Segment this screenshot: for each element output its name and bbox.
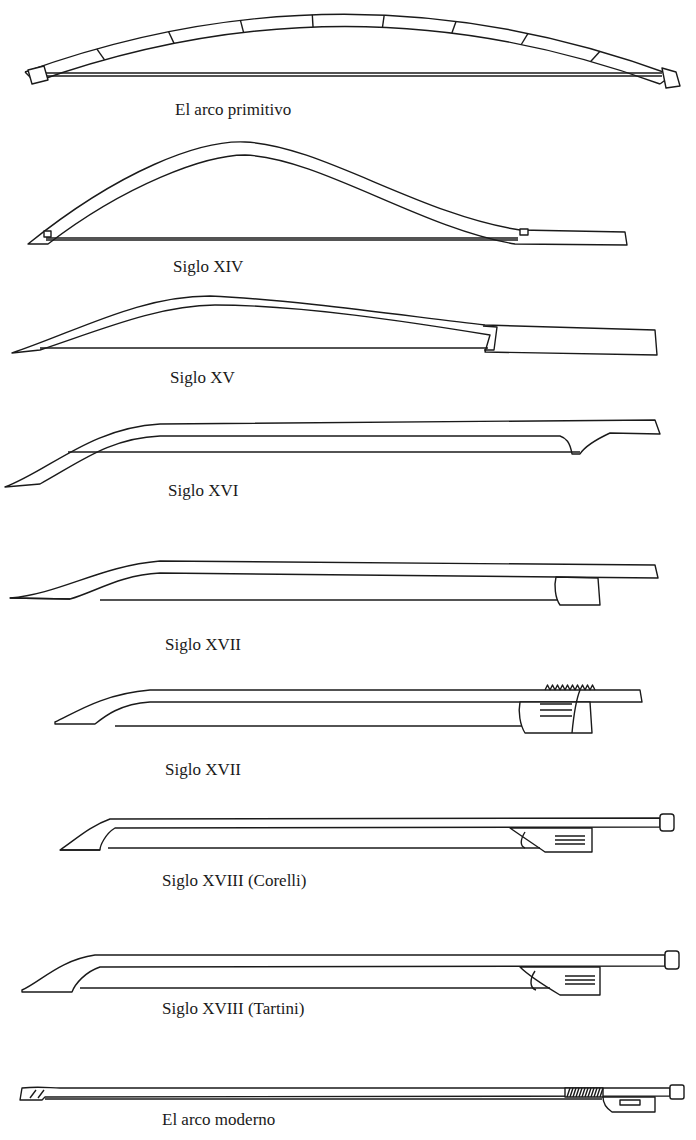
wrap-hatch (585, 1088, 588, 1097)
caption-label: Siglo XVII (165, 635, 241, 655)
segment-mark (452, 21, 456, 33)
bow-xvii-b (55, 685, 642, 733)
rack-tooth (555, 685, 560, 690)
wrap-hatch (600, 1088, 603, 1097)
wrap-hatch (588, 1088, 591, 1097)
wrap-hatch (576, 1088, 579, 1097)
caption-label: Siglo XVII (165, 760, 241, 780)
segment-mark (240, 20, 243, 32)
wrap-hatch (597, 1088, 600, 1097)
segment-mark (591, 51, 600, 61)
rack-tooth (545, 685, 550, 690)
segment-mark (169, 32, 174, 44)
rack-tooth (560, 685, 565, 690)
wrap-hatch (579, 1088, 582, 1097)
caption-label: Siglo XIV (173, 257, 243, 277)
segment-mark (312, 15, 314, 27)
caption-label: El arco primitivo (175, 100, 291, 120)
wrap-hatch (582, 1088, 585, 1097)
segment-mark (97, 49, 105, 60)
wrap-hatch (570, 1088, 573, 1097)
rack-tooth (575, 685, 580, 690)
bow-xiv (28, 142, 627, 245)
rack-tooth (590, 685, 595, 690)
wrap-hatch (567, 1088, 570, 1097)
rack-tooth (580, 685, 585, 690)
bow-xvi (5, 420, 660, 487)
caption-label: Siglo XVIII (Tartini) (162, 999, 304, 1019)
caption-label: Siglo XV (170, 368, 235, 388)
bow-xvii-a (10, 561, 658, 605)
wrap-hatch (591, 1088, 594, 1097)
segment-mark (521, 33, 528, 44)
bow-tartini (22, 951, 679, 995)
bow-xv (12, 296, 657, 355)
caption-label: Siglo XVIII (Corelli) (162, 871, 306, 891)
primitive-bow (25, 14, 680, 88)
segment-mark (382, 15, 384, 27)
bow-corelli (60, 814, 674, 852)
rack-tooth (585, 685, 590, 690)
caption-label: Siglo XVI (168, 481, 238, 501)
rack-tooth (550, 685, 555, 690)
rack-tooth (570, 685, 575, 690)
wrap-hatch (573, 1088, 576, 1097)
bow-modern (20, 1085, 684, 1112)
wrap-hatch (594, 1088, 597, 1097)
caption-label: El arco moderno (162, 1110, 275, 1130)
rack-tooth (565, 685, 570, 690)
